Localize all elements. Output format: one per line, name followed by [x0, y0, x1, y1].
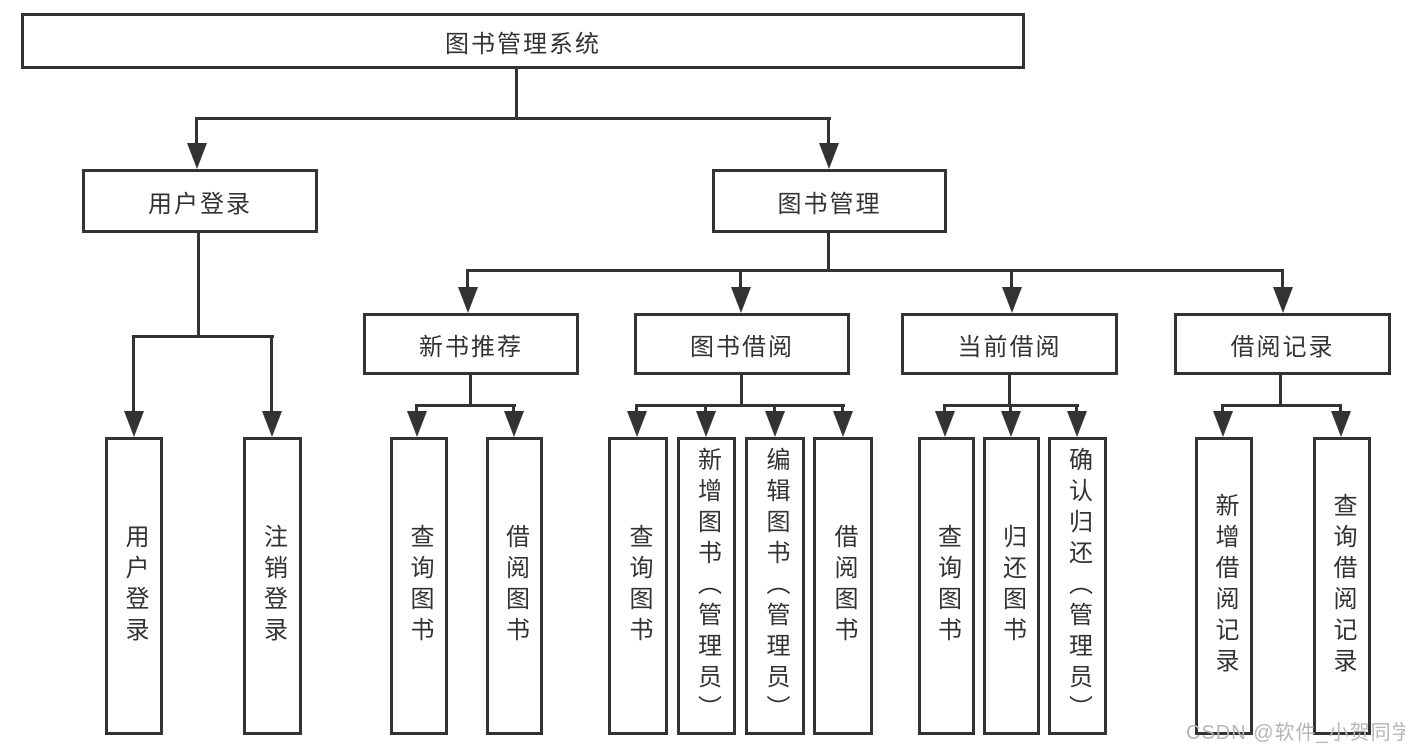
leaf-label: 编辑图书（管理员）: [762, 446, 789, 726]
leaf-add-book-admin: 新增图书（管理员）: [677, 437, 736, 735]
arrow-down-icon: [1213, 411, 1233, 437]
connector-line: [415, 404, 418, 413]
connector-line: [195, 117, 831, 120]
connector-line: [195, 117, 198, 144]
leaf-label: 查询图书: [625, 524, 652, 648]
leaf-label: 确认归还（管理员）: [1064, 446, 1092, 726]
connector-line: [466, 269, 469, 289]
connector-line: [1281, 269, 1284, 289]
node-library-management-system: 图书管理系统: [21, 13, 1025, 69]
connector-line: [827, 117, 830, 144]
watermark: CSDN @软件_小贺同学: [1186, 722, 1405, 744]
connector-line: [132, 335, 135, 412]
connector-line: [841, 404, 844, 413]
arrow-down-icon: [458, 287, 478, 313]
leaf-confirm-return-admin: 确认归还（管理员）: [1048, 437, 1107, 735]
leaf-query-books-recommend: 查询图书: [390, 437, 448, 735]
arrow-down-icon: [935, 411, 955, 437]
connector-line: [635, 404, 638, 413]
leaf-user-login: 用户登录: [105, 437, 163, 735]
leaf-label: 查询借阅记录: [1329, 493, 1356, 679]
arrow-down-icon: [819, 143, 839, 169]
leaf-label: 查询图书: [406, 524, 433, 648]
arrow-down-icon: [124, 411, 144, 437]
arrow-down-icon: [833, 411, 853, 437]
node-new-book-recommend: 新书推荐: [363, 313, 579, 375]
arrow-down-icon: [407, 411, 427, 437]
connector-line: [704, 404, 707, 413]
leaf-borrow-books-borrowing: 借阅图书: [813, 437, 873, 735]
connector-line: [1008, 375, 1011, 406]
connector-line: [469, 375, 472, 406]
node-book-management: 图书管理: [712, 169, 947, 233]
connector-line: [740, 375, 743, 406]
arrow-down-icon: [504, 411, 524, 437]
node-book-borrowing: 图书借阅: [634, 313, 850, 375]
connector-line: [466, 269, 1284, 272]
connector-line: [1075, 404, 1078, 413]
connector-line: [943, 404, 946, 413]
leaf-borrow-books-recommend: 借阅图书: [486, 437, 543, 735]
node-user-login: 用户登录: [82, 169, 318, 233]
leaf-query-books-current: 查询图书: [918, 437, 975, 735]
leaf-add-borrow-record: 新增借阅记录: [1195, 437, 1253, 735]
arrow-down-icon: [1001, 411, 1021, 437]
connector-line: [270, 335, 273, 412]
leaf-query-books-borrowing: 查询图书: [608, 437, 668, 735]
leaf-label: 用户登录: [121, 524, 148, 648]
leaf-label: 查询图书: [933, 524, 961, 648]
connector-line: [512, 404, 515, 413]
connector-line: [1339, 404, 1342, 413]
connector-line: [739, 269, 742, 289]
leaf-label: 注销登录: [259, 524, 287, 648]
arrow-down-icon: [262, 411, 282, 437]
node-borrow-records: 借阅记录: [1174, 313, 1391, 375]
arrow-down-icon: [731, 287, 751, 313]
connector-line: [1279, 375, 1282, 406]
connector-line: [132, 335, 274, 338]
arrow-down-icon: [1002, 287, 1022, 313]
leaf-label: 新增图书（管理员）: [693, 446, 721, 726]
arrow-down-icon: [1273, 287, 1293, 313]
leaf-label: 归还图书: [998, 524, 1026, 648]
connector-line: [827, 233, 830, 272]
leaf-query-borrow-record: 查询借阅记录: [1313, 437, 1371, 735]
connector-line: [515, 69, 518, 118]
connector-line: [197, 233, 200, 337]
arrow-down-icon: [1331, 411, 1351, 437]
leaf-label: 借阅图书: [501, 524, 529, 648]
arrow-down-icon: [696, 411, 716, 437]
arrow-down-icon: [627, 411, 647, 437]
connector-line: [415, 404, 516, 407]
leaf-label: 新增借阅记录: [1211, 493, 1238, 679]
leaf-return-book: 归还图书: [983, 437, 1040, 735]
connector-line: [1221, 404, 1224, 413]
arrow-down-icon: [187, 143, 207, 169]
connector-line: [1221, 404, 1342, 407]
connector-line: [635, 404, 845, 407]
arrow-down-icon: [1067, 411, 1087, 437]
connector-line: [1010, 269, 1013, 289]
connector-line: [1009, 404, 1012, 413]
leaf-logout: 注销登录: [243, 437, 302, 735]
leaf-label: 借阅图书: [830, 524, 857, 648]
arrow-down-icon: [765, 411, 785, 437]
leaf-edit-book-admin: 编辑图书（管理员）: [745, 437, 805, 735]
connector-line: [773, 404, 776, 413]
node-current-borrowing: 当前借阅: [901, 313, 1118, 375]
